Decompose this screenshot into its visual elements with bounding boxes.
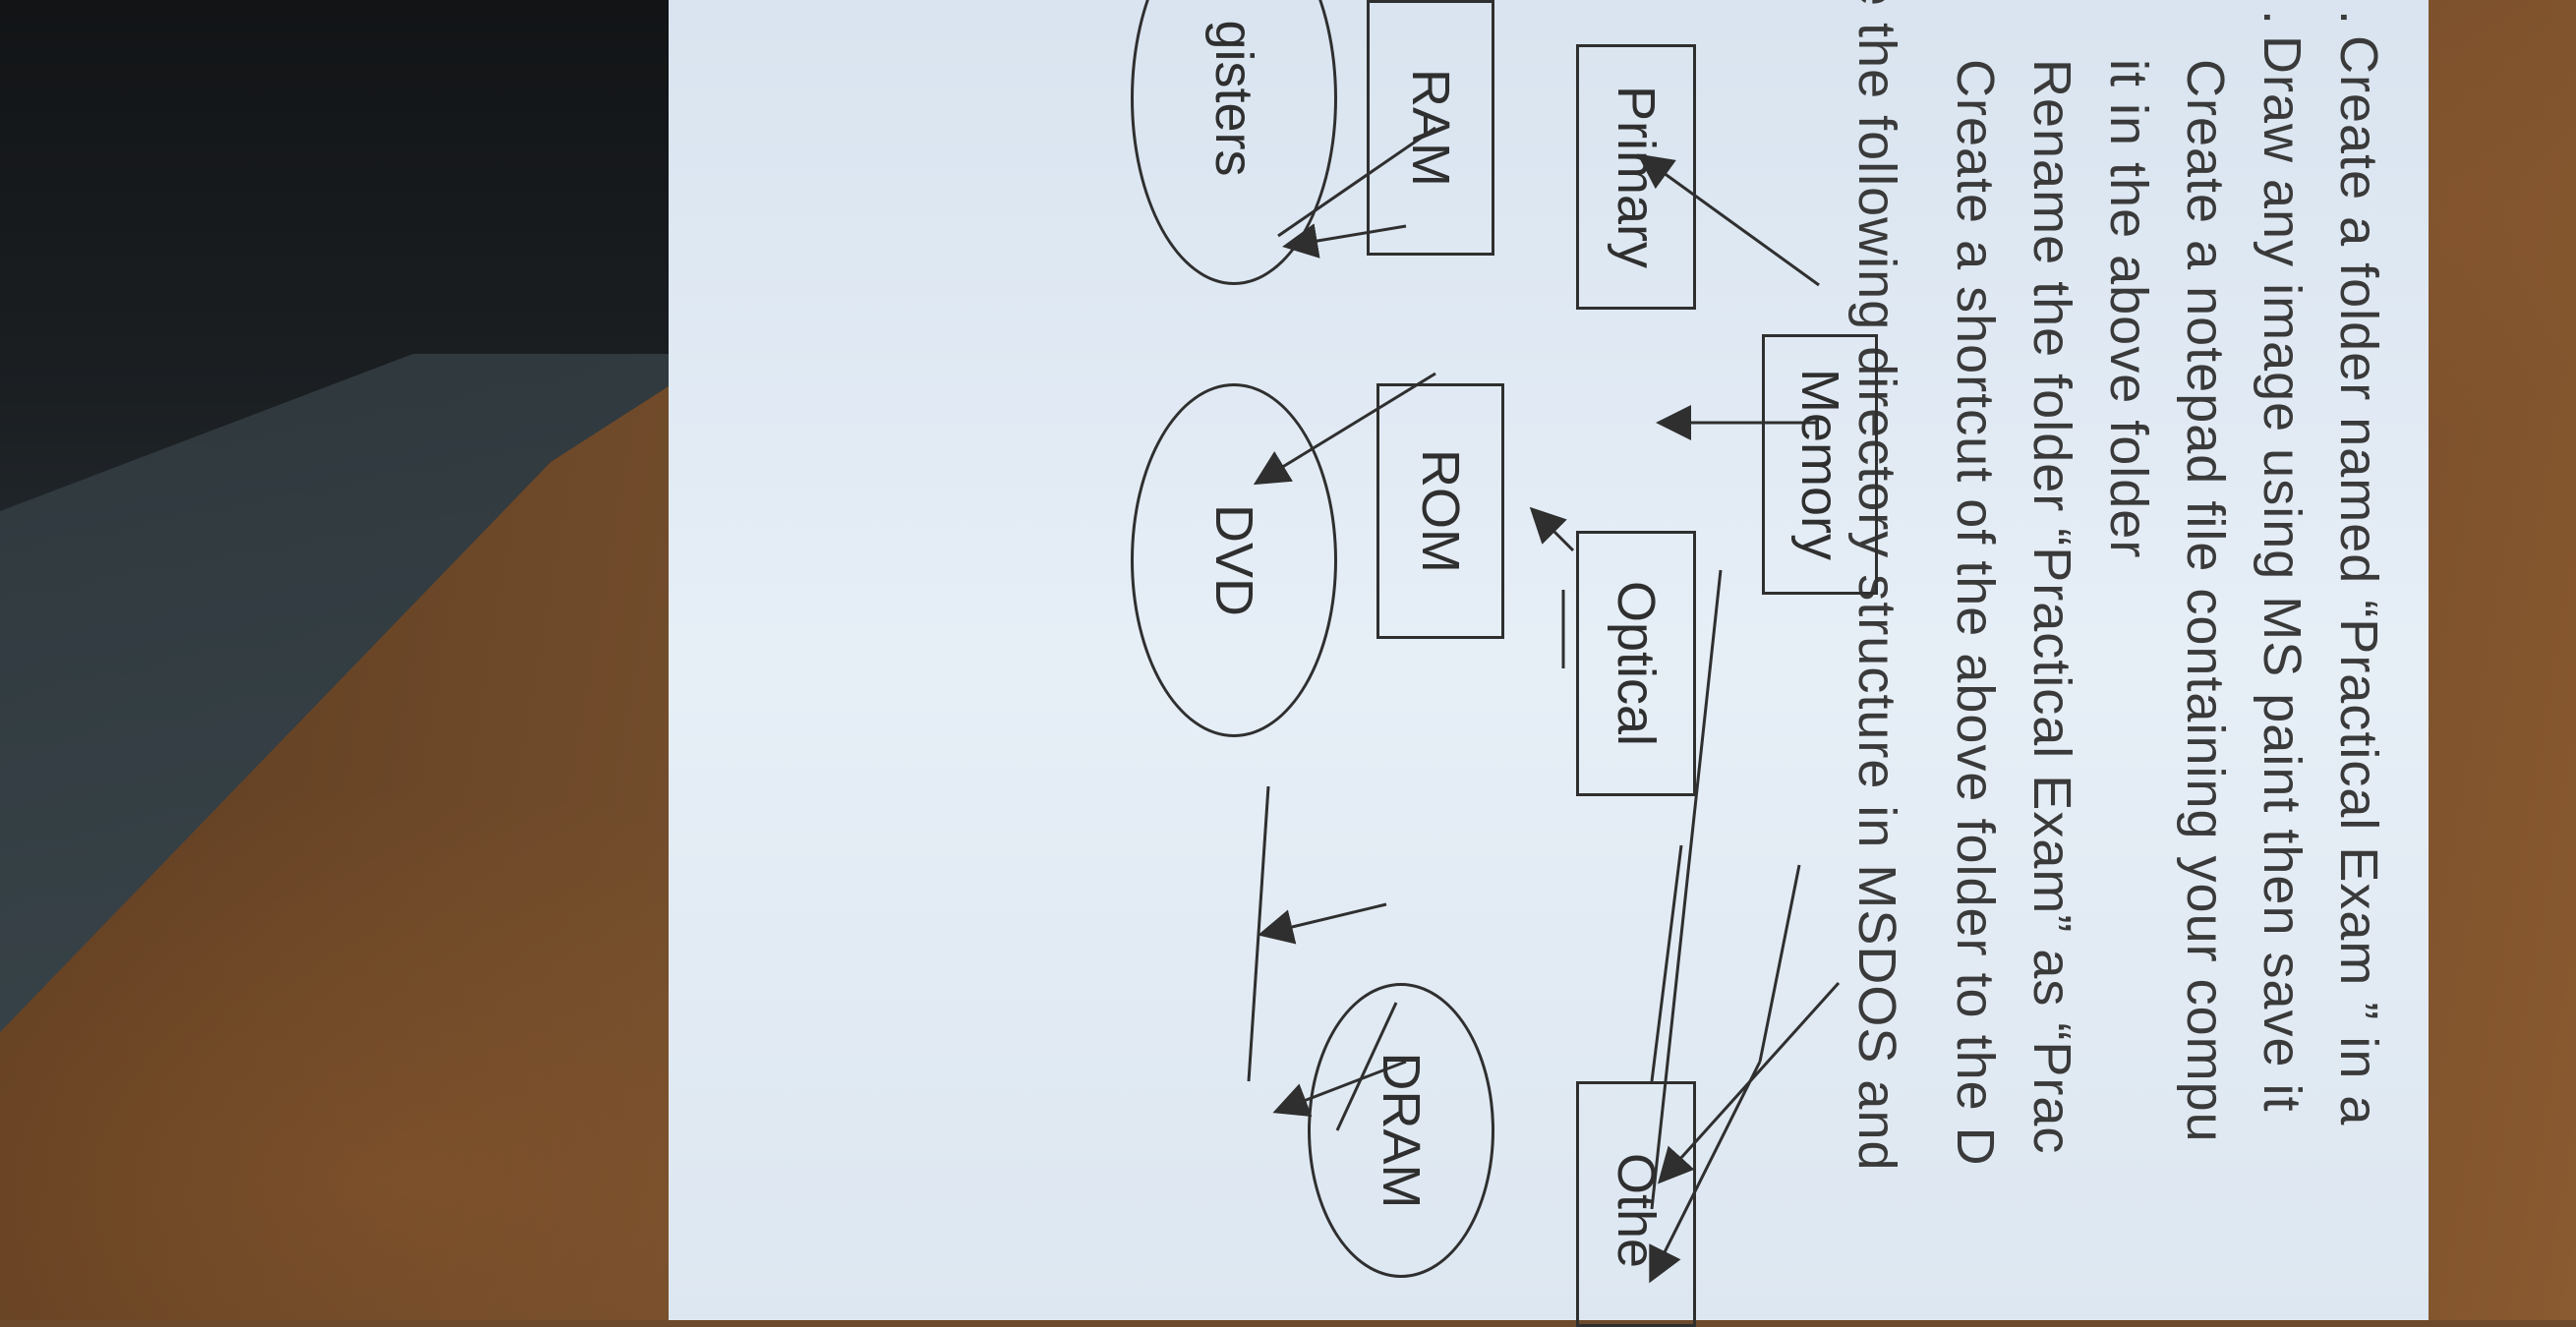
other-box: Othe — [1576, 1081, 1696, 1327]
dvd-oval: DVD — [1131, 383, 1337, 737]
primary-box: Primary — [1576, 44, 1696, 310]
rom-box: ROM — [1376, 383, 1504, 639]
memory-box: Memory — [1762, 334, 1878, 595]
dram-oval: DRAM — [1308, 983, 1494, 1278]
ram-box: RAM — [1367, 0, 1494, 256]
optical-box: Optical — [1576, 531, 1696, 796]
diagram-connectors — [1247, 126, 1841, 1284]
paper-sheet: .Create a folder named “Practical Exam ”… — [669, 0, 2429, 1327]
